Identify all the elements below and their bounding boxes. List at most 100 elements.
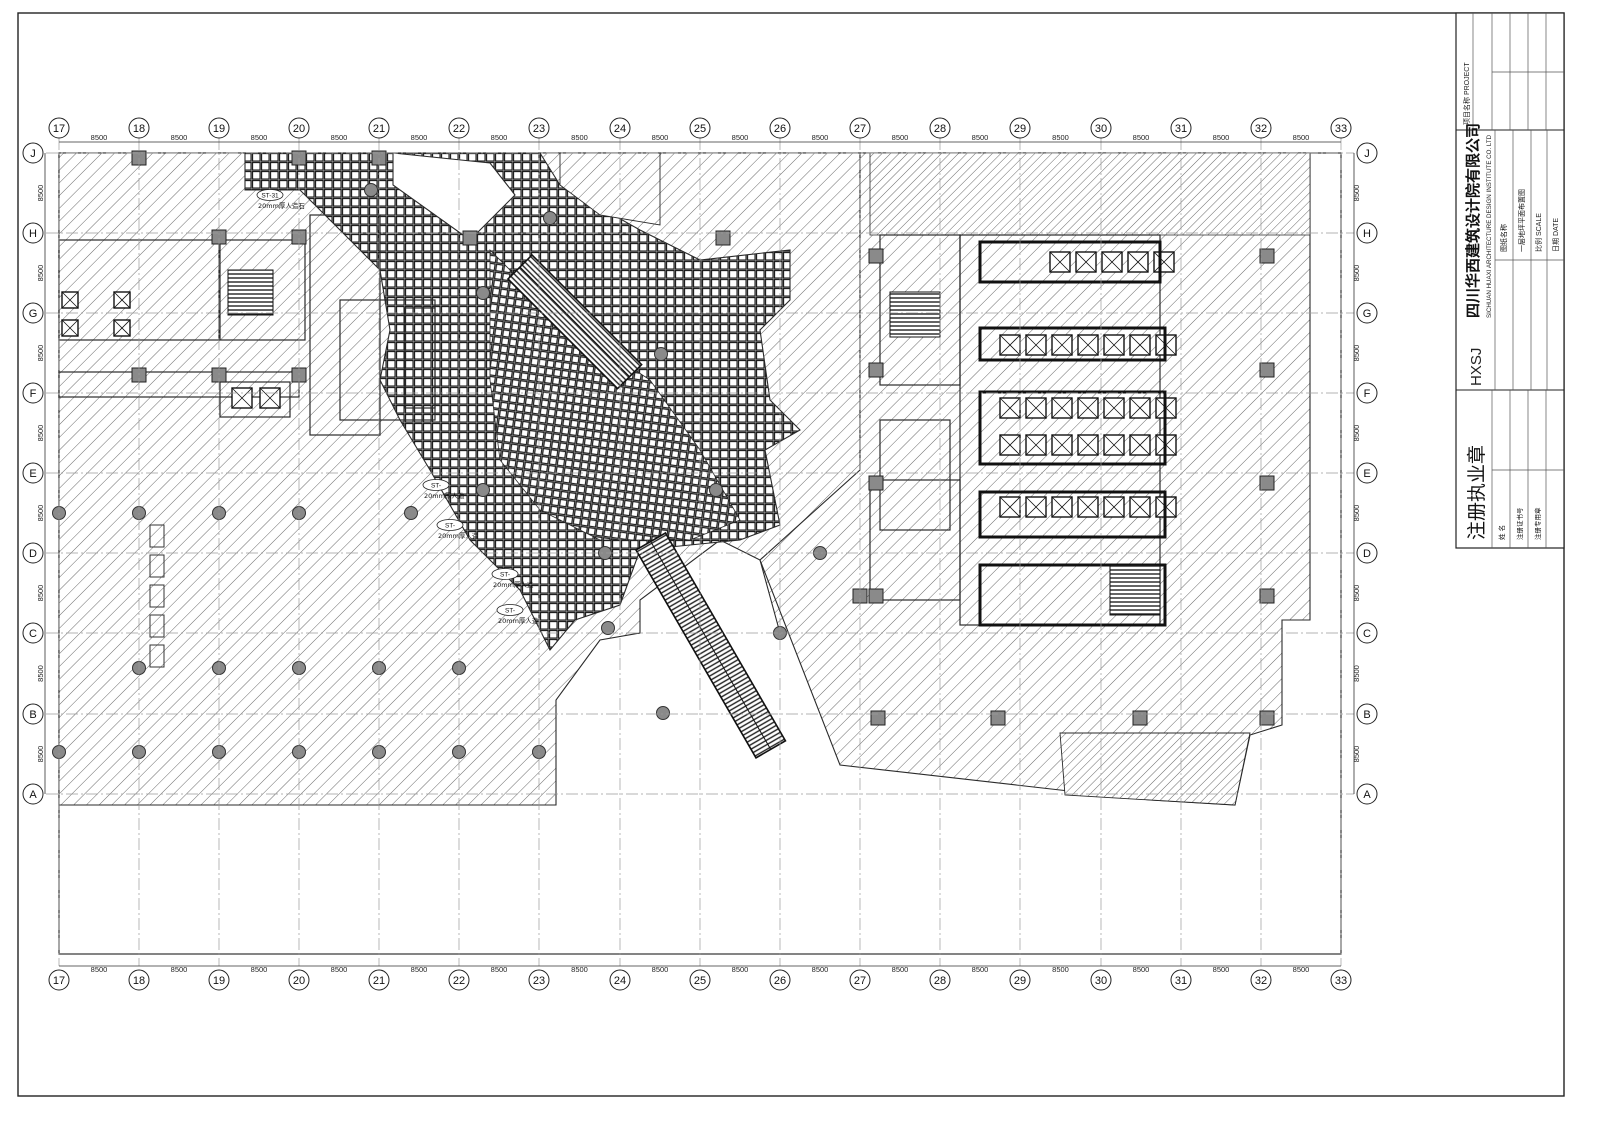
core-shaft-4 <box>978 563 1167 627</box>
axis-row-right-D-label: D <box>1363 548 1371 560</box>
step-block-3 <box>149 614 165 638</box>
round-column-17 <box>364 183 378 197</box>
dim-bottom-6: 8500 <box>571 965 588 974</box>
annotation-layer: ST-3120mm厚人造石ST-20mm厚人造ST-20mm厚人造ST-20mm… <box>256 189 539 625</box>
elevator-west-b-cab-diag2-0 <box>61 319 79 337</box>
axis-col-top-26-circle <box>769 117 791 139</box>
dim-right-2: 8500 <box>1352 345 1361 362</box>
dim-top-7: 8500 <box>652 133 669 142</box>
escalator-south-divider <box>650 541 772 750</box>
square-column-19 <box>1259 710 1275 726</box>
elevator-bank-5-cab-diag2-0 <box>999 496 1021 518</box>
axis-grid: 1717181819192020212122222323242425252626… <box>22 117 1378 991</box>
material-tag-1: ST-20mm厚人造 <box>422 479 465 500</box>
escalator-south <box>634 531 787 759</box>
elevator-west-a-cab-diag2-0 <box>61 291 79 309</box>
dim-top-15: 8500 <box>1293 133 1310 142</box>
axis-col-top-33-circle <box>1330 117 1352 139</box>
axis-col-bottom-23-circle <box>528 969 550 991</box>
elevator-bank-2-cab-diag2-4 <box>1103 334 1125 356</box>
dim-right-4: 8500 <box>1352 505 1361 522</box>
axis-col-top-32-circle <box>1250 117 1272 139</box>
dim-bottom-2: 8500 <box>251 965 268 974</box>
axis-col-top-28-circle <box>929 117 951 139</box>
elevator-bank-4-cab-diag2-0 <box>999 434 1021 456</box>
dim-top-10: 8500 <box>892 133 909 142</box>
elevator-bank-4-cab-diag2-3 <box>1077 434 1099 456</box>
axis-col-bottom-22-circle <box>448 969 470 991</box>
axis-col-bottom-18-label: 18 <box>133 975 145 987</box>
axis-row-left-D-circle <box>22 542 44 564</box>
stair-0 <box>227 269 274 316</box>
stair-1 <box>889 291 941 338</box>
round-column-21 <box>476 483 490 497</box>
dim-top-8: 8500 <box>732 133 749 142</box>
elevator-bank-5-cab-diag2-5 <box>1129 496 1151 518</box>
axis-col-bottom-29-label: 29 <box>1014 975 1026 987</box>
dim-left-5: 8500 <box>36 585 45 602</box>
dim-right-6: 8500 <box>1352 665 1361 682</box>
elevator-bank-2-cab-diag2-2 <box>1051 334 1073 356</box>
dim-top-13: 8500 <box>1133 133 1150 142</box>
step-block-1 <box>149 554 165 578</box>
axis-col-top-27-label: 27 <box>854 123 866 135</box>
axis-row-right-C-label: C <box>1363 628 1371 640</box>
material-tag-code-2: ST- <box>445 523 455 530</box>
elevator-bank-5-cab-diag2-3 <box>1077 496 1099 518</box>
axis-col-top-19-circle <box>208 117 230 139</box>
seal-row-stamp: 注册专用章 <box>1533 507 1542 540</box>
axis-row-left-E-circle <box>22 462 44 484</box>
elevator-bank-1-cab-diag2-4 <box>1153 251 1175 273</box>
material-tag-bubble-4 <box>496 604 524 616</box>
square-column-9 <box>1259 248 1275 264</box>
dim-bottom-15: 8500 <box>1293 965 1310 974</box>
seal-row-cert: 注册证书号 <box>1515 507 1524 540</box>
title-block: 项目名称 PROJECT HXSJ 四川华西建筑设计院有限公司 SICHUAN … <box>1455 12 1565 549</box>
dim-bottom-12: 8500 <box>1052 965 1069 974</box>
material-tag-3: ST-20mm厚人造 <box>491 568 534 589</box>
floor-plan <box>52 150 1311 806</box>
axis-row-right-G-circle <box>1356 302 1378 324</box>
axis-col-top-26-label: 26 <box>774 123 786 135</box>
axis-row-right-A-circle <box>1356 783 1378 805</box>
dim-bottom-7: 8500 <box>652 965 669 974</box>
material-tag-code-3: ST- <box>500 572 510 579</box>
dim-right-0: 8500 <box>1352 185 1361 202</box>
material-tag-code-0: ST-31 <box>261 193 279 200</box>
elevator-bank-3-cab-diag2-4 <box>1103 397 1125 419</box>
elevator-west-d-cab-diag2-0 <box>113 319 131 337</box>
axis-col-bottom-31-circle <box>1170 969 1192 991</box>
dim-left-6: 8500 <box>36 665 45 682</box>
material-tag-2: ST-20mm厚人造 <box>436 519 479 540</box>
axis-col-top-20-circle <box>288 117 310 139</box>
axis-col-top-31-circle <box>1170 117 1192 139</box>
dim-left-0: 8500 <box>36 185 45 202</box>
seal-title: 注册执业章 <box>1466 445 1488 540</box>
axis-row-left-G-label: G <box>29 308 38 320</box>
axis-col-bottom-27-label: 27 <box>854 975 866 987</box>
square-column-8 <box>868 248 884 264</box>
dim-bottom-11: 8500 <box>972 965 989 974</box>
elevator-bank-3-cab-diag2-1 <box>1025 397 1047 419</box>
material-tag-note-1: 20mm厚人造 <box>424 491 465 500</box>
room-outline-10 <box>869 479 961 601</box>
axis-col-top-25-label: 25 <box>694 123 706 135</box>
axis-col-top-23-circle <box>528 117 550 139</box>
square-column-16 <box>870 710 886 726</box>
axis-col-bottom-23-label: 23 <box>533 975 545 987</box>
axis-col-bottom-30-circle <box>1090 969 1112 991</box>
material-tag-note-4: 20mm厚人造 <box>498 616 539 625</box>
room-outline-6 <box>404 307 436 409</box>
dim-top-2: 8500 <box>251 133 268 142</box>
material-tag-bubble-3 <box>491 568 519 580</box>
north-entrance-zone <box>869 152 1311 236</box>
axis-row-right-E-circle <box>1356 462 1378 484</box>
axis-col-bottom-18-circle <box>128 969 150 991</box>
elevator-bank-3-cab-diag2-5 <box>1129 397 1151 419</box>
dim-bottom-13: 8500 <box>1133 965 1150 974</box>
stair-2 <box>1109 564 1161 616</box>
dim-left-3: 8500 <box>36 425 45 442</box>
sheet-border <box>17 12 1565 1097</box>
dim-right-5: 8500 <box>1352 585 1361 602</box>
dim-top-12: 8500 <box>1052 133 1069 142</box>
